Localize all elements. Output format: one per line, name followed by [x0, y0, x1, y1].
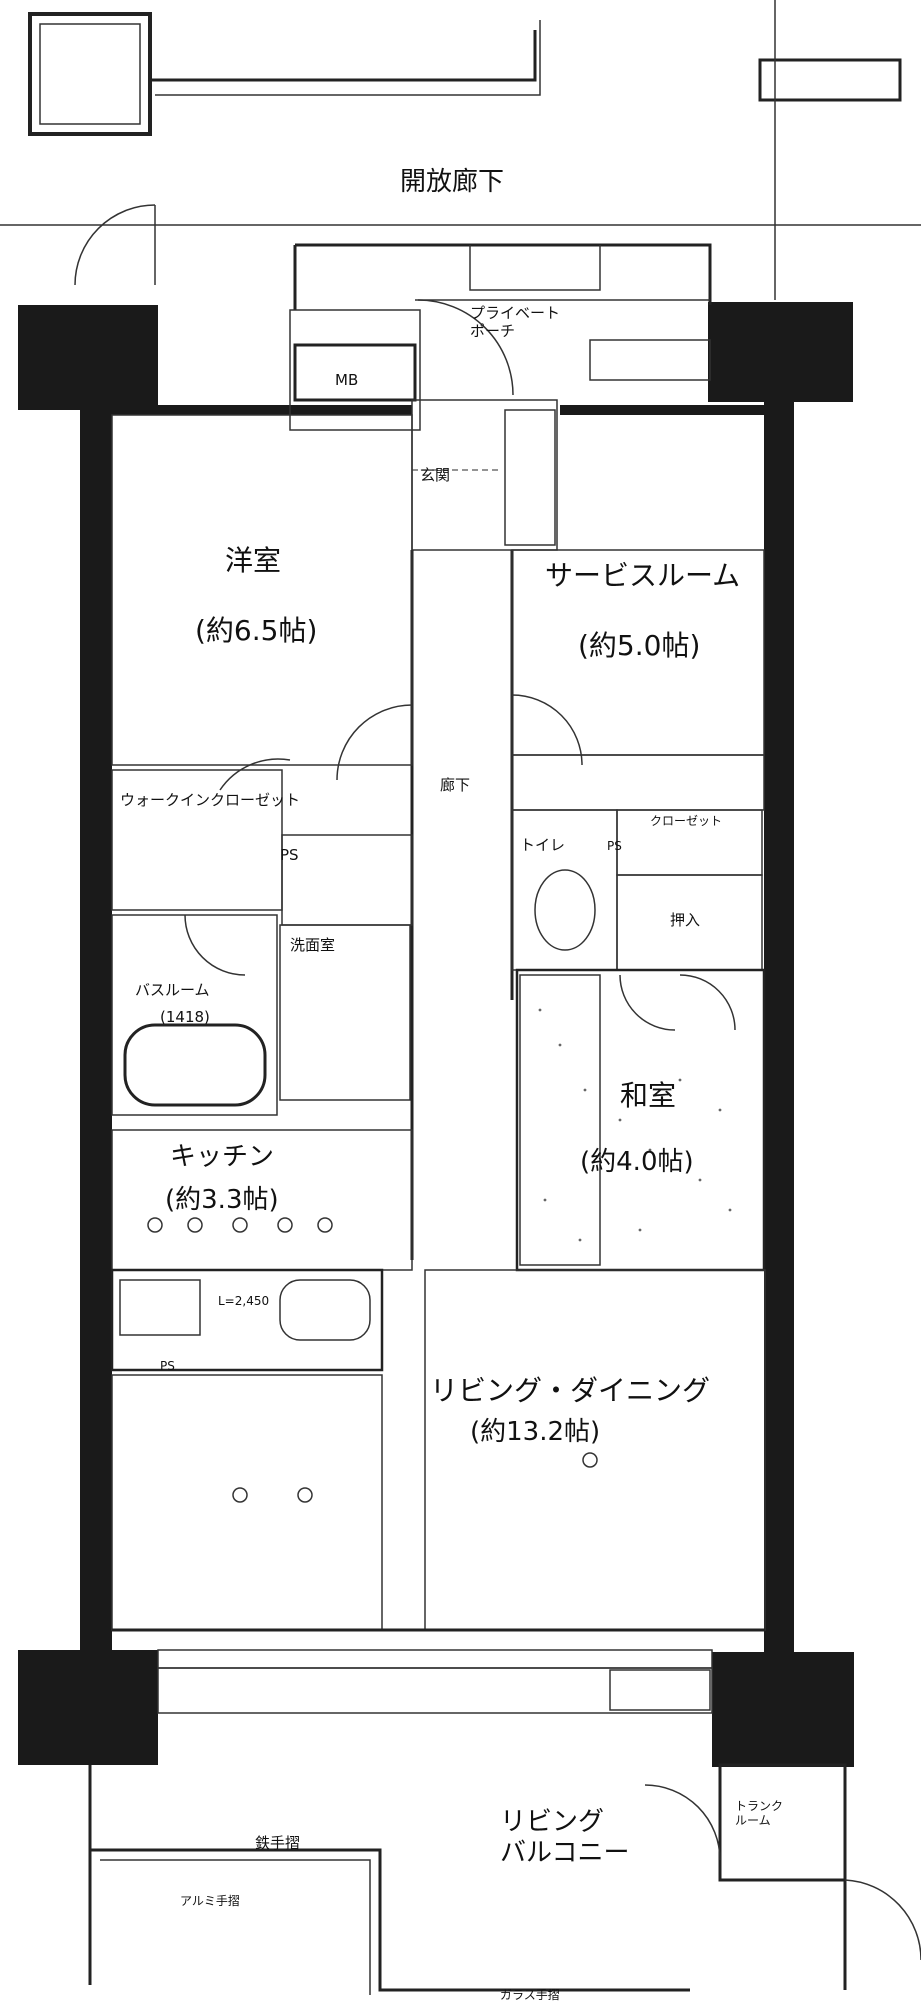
closet-label: クローゼット — [650, 814, 722, 828]
label-line: ルーム — [735, 1813, 771, 1827]
label-line: ポーチ — [470, 322, 515, 340]
structural-columns — [18, 302, 854, 1767]
bathroom-label: バスルーム — [135, 981, 210, 999]
tatami-texture — [538, 1008, 732, 1242]
japanese-room-label: 和室 — [620, 1079, 676, 1112]
washroom-label: 洗面室 — [290, 936, 335, 954]
mb-label: MB — [335, 371, 358, 389]
toilet-label: トイレ — [520, 836, 565, 854]
label-line: バルコニー — [500, 1838, 629, 1868]
bathroom-size: (1418) — [160, 1008, 210, 1026]
oshiire-label: 押入 — [670, 911, 700, 929]
service-room-size: (約5.0帖) — [578, 629, 700, 662]
japanese-room-size: (約4.0帖) — [580, 1147, 694, 1177]
wic-block: PS — [111, 758, 413, 926]
trunk-room-label: トランクルーム — [735, 1799, 783, 1827]
exterior-walls — [80, 400, 794, 1655]
bathroom — [111, 914, 411, 1116]
top-structures — [0, 0, 921, 300]
balcony-label: リビングバルコニー — [500, 1807, 629, 1868]
kitchen-size: (約3.3帖) — [165, 1185, 279, 1215]
railing-label: 鉄手摺 — [255, 1834, 300, 1852]
wic-label: ウォークインクローゼット — [120, 791, 300, 809]
western-room-label: 洋室 — [225, 544, 281, 577]
alum-railing-label: アルミ手摺 — [180, 1893, 240, 1908]
corridor-label: 開放廊下 — [400, 167, 504, 197]
ps-label-2: PS — [607, 839, 622, 853]
ps-label-3: PS — [160, 1359, 175, 1373]
ldk — [111, 1269, 766, 1632]
balcony — [88, 1763, 921, 1995]
ldk-label: リビング・ダイニング — [430, 1374, 710, 1407]
service-room-label: サービスルーム — [545, 559, 740, 592]
western-room-size: (約6.5帖) — [195, 614, 317, 647]
western-room — [111, 414, 413, 781]
kitchen-label: キッチン — [170, 1142, 274, 1172]
glass-railing-label: ガラス手摺 — [500, 1987, 560, 2002]
kitchen — [110, 1129, 413, 1372]
ldk-size: (約13.2帖) — [470, 1417, 600, 1447]
ps-label-1: PS — [280, 846, 299, 864]
balcony-sash — [157, 1649, 713, 1714]
private-porch-label: プライベートポーチ — [470, 304, 560, 340]
porch — [293, 243, 712, 396]
service-room — [511, 549, 765, 811]
japanese-room — [515, 968, 766, 1272]
hallway-label: 廊下 — [440, 776, 470, 794]
toilet-block — [511, 809, 763, 971]
entrance-label: 玄関 — [420, 466, 450, 484]
lh-label: L=2,450 — [218, 1294, 269, 1308]
